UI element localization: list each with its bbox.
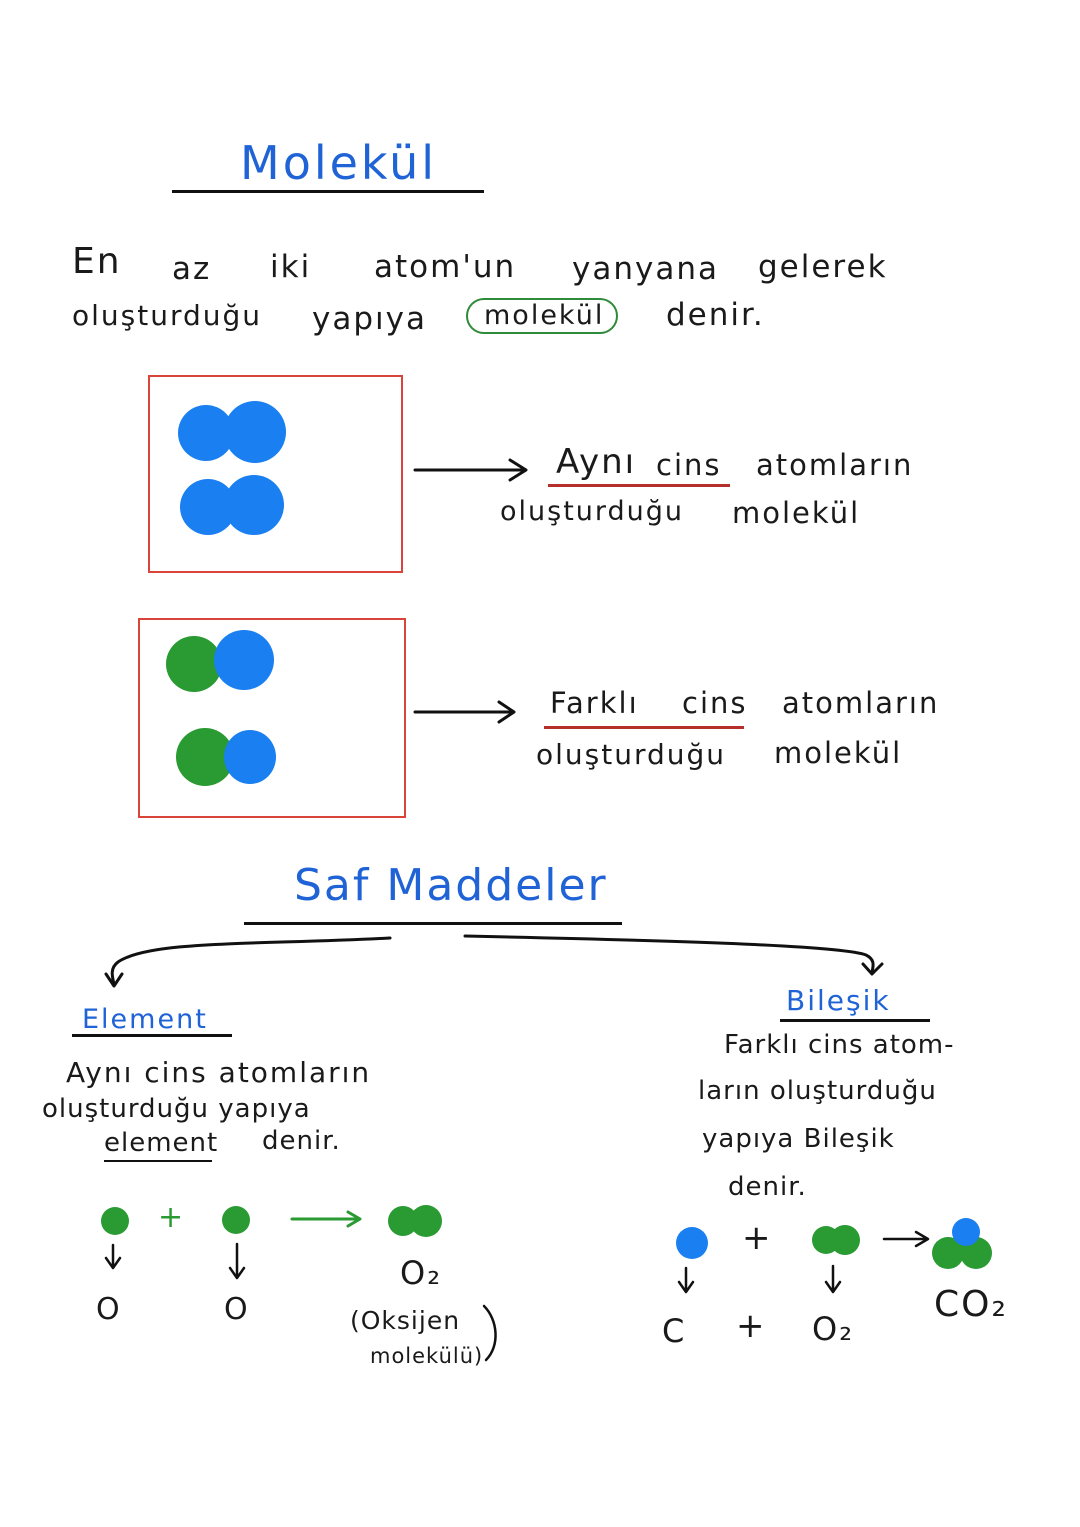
word-olusturdugu: oluşturduğu [536, 738, 727, 771]
word-olusturdugu: oluşturduğu [500, 496, 685, 527]
word-molekul: molekül [732, 496, 861, 530]
saf-maddeler-underline [244, 922, 622, 925]
o2-atom [830, 1225, 860, 1255]
bilesik-def-line1: Farklı cins atom- [724, 1030, 955, 1060]
element-heading-underline [72, 1034, 232, 1037]
bilesik-heading: Bileşik [786, 984, 891, 1017]
word-yapiya: yapıya [312, 301, 427, 337]
word-iki: iki [270, 249, 312, 285]
element-term: element [104, 1128, 219, 1158]
word-atomlarin: atomların [756, 448, 914, 482]
word-gelerek: gelerek [758, 249, 888, 285]
label-co2: CO₂ [934, 1284, 1008, 1325]
element-def-end: denir. [262, 1126, 341, 1156]
label-c: C [662, 1312, 687, 1350]
word-atomlarin: atomların [782, 686, 940, 720]
carbon-atom [676, 1227, 708, 1259]
oxygen-atom [101, 1207, 129, 1235]
bilesik-def-line3: yapıya Bileşik [702, 1124, 895, 1154]
plus-sign: + [742, 1218, 773, 1258]
word-en: En [72, 241, 122, 282]
label-o: O [96, 1292, 122, 1327]
bilesik-heading-underline [780, 1019, 930, 1022]
bilesik-def-line2: ların oluşturduğu [698, 1076, 937, 1106]
word-yanyana: yanyana [572, 251, 719, 287]
co2-carbon-atom [952, 1218, 980, 1246]
o2-molecule-atom [410, 1205, 442, 1237]
label-o2: O₂ [812, 1310, 855, 1348]
label-o2: O₂ [400, 1254, 443, 1292]
molekul-highlight-pill [466, 298, 618, 334]
element-def-line1: Aynı cins atomların [66, 1056, 372, 1089]
molekul-title: Molekül [240, 136, 438, 190]
word-ayni: Aynı [556, 442, 637, 482]
word-molekul-highlight: molekül [484, 300, 605, 331]
word-denir: denir. [666, 297, 765, 333]
oxygen-atom [222, 1206, 250, 1234]
element-def-line2: oluşturduğu yapıya [42, 1094, 311, 1124]
blue-atom [214, 630, 274, 690]
word-farkli: Farklı [550, 686, 639, 720]
green-atom [166, 636, 222, 692]
plus-sign: + [158, 1200, 186, 1235]
blue-atom [224, 401, 286, 463]
element-heading: Element [82, 1004, 208, 1035]
word-molekul: molekül [774, 736, 903, 770]
plus-sign: + [736, 1306, 767, 1346]
word-olusturdugu: oluşturduğu [72, 299, 263, 332]
oksijen-note-line2: molekülü) [370, 1344, 484, 1368]
bilesik-def-line4: denir. [728, 1172, 807, 1202]
word-atomun: atom'un [374, 249, 517, 285]
different-type-underline [544, 726, 744, 729]
different-type-molecule-box [138, 618, 406, 818]
word-cins: cins [656, 448, 722, 482]
blue-atom [224, 730, 276, 784]
word-az: az [172, 251, 212, 287]
same-type-underline [548, 484, 730, 487]
saf-maddeler-title: Saf Maddeler [294, 860, 608, 911]
same-type-molecule-box [148, 375, 403, 573]
oksijen-note-line1: (Oksijen [350, 1306, 461, 1335]
blue-atom [224, 475, 284, 535]
molekul-title-underline [172, 190, 484, 193]
word-cins: cins [682, 686, 748, 720]
label-o: O [224, 1292, 250, 1327]
element-term-underline [104, 1160, 212, 1162]
